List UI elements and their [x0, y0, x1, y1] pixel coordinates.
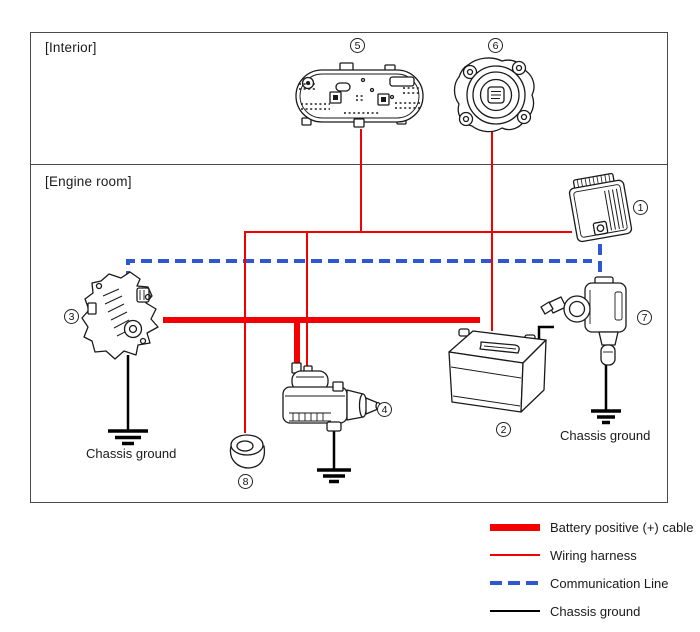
battery-positive-cable	[163, 317, 480, 373]
callout-alternator: 3	[64, 309, 79, 324]
start-stop-button-illustration	[453, 57, 535, 133]
legend-label-chassis-ground: Chassis ground	[550, 603, 641, 619]
legend-label-wiring-harness: Wiring harness	[550, 547, 637, 563]
ecm-illustration	[568, 172, 633, 243]
legend-row-chassis-ground: Chassis ground	[490, 597, 696, 625]
wiring-harness-swatch	[490, 554, 540, 556]
ignition-coil-illustration	[540, 276, 627, 366]
chassis-ground-label-coil: Chassis ground	[560, 428, 651, 443]
callout-ignition-coil: 7	[637, 310, 652, 325]
interior-label: [Interior]	[45, 40, 97, 55]
wiring-harness-lines	[244, 129, 572, 433]
callout-starter-motor: 4	[377, 402, 392, 417]
engine-room-label: [Engine room]	[45, 174, 132, 189]
instrument-cluster-illustration	[295, 62, 424, 128]
legend-label-communication-line: Communication Line	[550, 575, 669, 591]
battery-illustration	[448, 328, 547, 413]
communication-line	[126, 244, 602, 282]
callout-battery: 2	[496, 422, 511, 437]
legend: Battery positive (+) cable Wiring harnes…	[490, 513, 696, 625]
legend-row-battery-cable: Battery positive (+) cable	[490, 513, 696, 541]
starter-motor-illustration	[282, 362, 381, 432]
chassis-ground-swatch	[490, 610, 540, 612]
grommet-illustration	[229, 434, 266, 469]
callout-instrument-cluster: 5	[350, 38, 365, 53]
alternator-illustration	[81, 271, 159, 360]
legend-row-communication-line: Communication Line	[490, 569, 696, 597]
legend-label-battery-cable: Battery positive (+) cable	[550, 519, 694, 535]
battery-cable-swatch	[490, 523, 540, 531]
room-divider	[31, 164, 667, 165]
ground-symbols	[108, 409, 621, 484]
callout-grommet: 8	[238, 474, 253, 489]
legend-row-wiring-harness: Wiring harness	[490, 541, 696, 569]
chassis-ground-label-alternator: Chassis ground	[86, 446, 177, 461]
callout-start-stop-button: 6	[488, 38, 503, 53]
callout-ecm: 1	[633, 200, 648, 215]
communication-line-swatch	[490, 581, 540, 585]
